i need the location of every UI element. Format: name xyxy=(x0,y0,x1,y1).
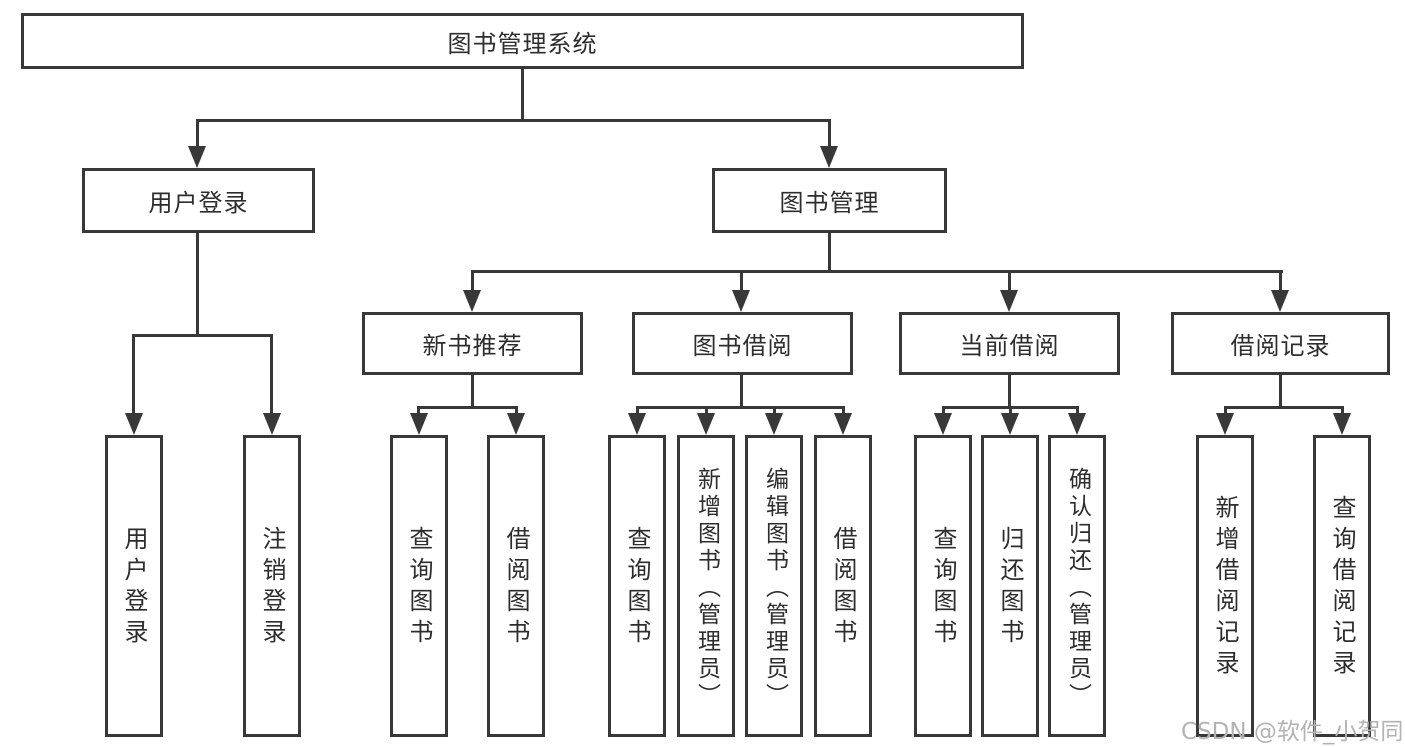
leaf-logout-label: 注销登录 xyxy=(258,526,286,650)
connector-line xyxy=(132,334,135,417)
leaf-query-books-3-label: 查询图书 xyxy=(929,526,957,650)
node-user-login: 用户登录 xyxy=(82,168,315,233)
connector-line xyxy=(828,119,831,149)
leaf-confirm-return-admin: 确认归还（管理员） xyxy=(1048,435,1106,737)
connector-line xyxy=(1008,270,1011,292)
leaf-add-borrow-record-label: 新增借阅记录 xyxy=(1211,495,1239,681)
connector-line xyxy=(1224,406,1227,417)
arrow-down-icon xyxy=(1216,413,1234,435)
connector-line xyxy=(842,406,845,417)
connector-line xyxy=(705,406,708,417)
leaf-borrow-books-1-label: 借阅图书 xyxy=(502,526,530,650)
node-book-management: 图书管理 xyxy=(712,168,947,233)
arrow-down-icon xyxy=(1333,413,1351,435)
leaf-user-login: 用户登录 xyxy=(105,435,163,737)
arrow-down-icon xyxy=(410,413,428,435)
connector-line xyxy=(196,233,199,337)
arrow-down-icon xyxy=(125,413,143,435)
leaf-logout: 注销登录 xyxy=(243,435,301,737)
arrow-down-icon xyxy=(463,290,481,312)
leaf-query-borrow-record-label: 查询借阅记录 xyxy=(1328,495,1356,681)
arrow-down-icon xyxy=(820,146,838,168)
arrow-down-icon xyxy=(834,413,852,435)
leaf-query-books-2-label: 查询图书 xyxy=(623,526,651,650)
arrow-down-icon xyxy=(697,413,715,435)
arrow-down-icon xyxy=(1001,413,1019,435)
connector-line xyxy=(196,119,199,149)
leaf-confirm-return-admin-label: 确认归还（管理员） xyxy=(1064,466,1091,710)
leaf-query-books-1: 查询图书 xyxy=(390,435,448,737)
node-book-borrowing: 图书借阅 xyxy=(632,312,853,375)
connector-line xyxy=(521,69,524,121)
node-new-book-recommend-label: 新书推荐 xyxy=(422,332,523,360)
arrow-down-icon xyxy=(732,290,750,312)
arrow-down-icon xyxy=(628,413,646,435)
leaf-borrow-books-1: 借阅图书 xyxy=(487,435,545,737)
connector-line xyxy=(1009,406,1012,417)
node-borrowing-records-label: 借阅记录 xyxy=(1230,332,1331,360)
connector-line xyxy=(196,119,831,122)
csdn-watermark: CSDN @软件_小贺同学 xyxy=(1181,719,1405,745)
node-borrowing-records: 借阅记录 xyxy=(1171,312,1390,375)
connector-line xyxy=(740,270,743,292)
arrow-down-icon xyxy=(765,413,783,435)
leaf-query-borrow-record: 查询借阅记录 xyxy=(1313,435,1371,737)
leaf-query-books-3: 查询图书 xyxy=(914,435,972,737)
node-root: 图书管理系统 xyxy=(21,13,1024,69)
leaf-return-books-label: 归还图书 xyxy=(996,526,1024,650)
leaf-borrow-books-2: 借阅图书 xyxy=(814,435,872,737)
node-user-login-label: 用户登录 xyxy=(148,189,249,217)
connector-line xyxy=(773,406,776,417)
connector-line xyxy=(1341,406,1344,417)
arrow-down-icon xyxy=(1000,290,1018,312)
connector-line xyxy=(1279,375,1282,409)
connector-line xyxy=(1008,375,1011,409)
connector-line xyxy=(270,334,273,417)
leaf-edit-books-admin: 编辑图书（管理员） xyxy=(745,435,803,737)
node-new-book-recommend: 新书推荐 xyxy=(362,312,583,375)
node-current-borrowing-label: 当前借阅 xyxy=(959,332,1060,360)
connector-line xyxy=(471,375,474,409)
leaf-user-login-label: 用户登录 xyxy=(120,526,148,650)
arrow-down-icon xyxy=(263,413,281,435)
leaf-query-books-2: 查询图书 xyxy=(608,435,666,737)
arrow-down-icon xyxy=(1271,290,1289,312)
connector-line xyxy=(132,334,273,337)
arrow-down-icon xyxy=(934,413,952,435)
connector-line xyxy=(515,406,518,417)
node-root-label: 图书管理系统 xyxy=(447,29,598,58)
connector-line xyxy=(740,375,743,409)
node-current-borrowing: 当前借阅 xyxy=(899,312,1120,375)
connector-line xyxy=(1279,270,1282,292)
leaf-borrow-books-2-label: 借阅图书 xyxy=(829,526,857,650)
leaf-query-books-1-label: 查询图书 xyxy=(405,526,433,650)
connector-line xyxy=(471,270,474,292)
connector-line xyxy=(1224,406,1344,409)
leaf-add-books-admin: 新增图书（管理员） xyxy=(677,435,735,737)
node-book-management-label: 图书管理 xyxy=(779,189,880,217)
leaf-edit-books-admin-label: 编辑图书（管理员） xyxy=(761,466,788,710)
leaf-add-books-admin-label: 新增图书（管理员） xyxy=(693,466,720,710)
leaf-return-books: 归还图书 xyxy=(981,435,1039,737)
arrow-down-icon xyxy=(507,413,525,435)
connector-line xyxy=(471,270,1283,273)
connector-line xyxy=(636,406,845,409)
arrow-down-icon xyxy=(188,146,206,168)
connector-line xyxy=(636,406,639,417)
arrow-down-icon xyxy=(1068,413,1086,435)
node-book-borrowing-label: 图书借阅 xyxy=(692,332,793,360)
connector-line xyxy=(942,406,945,417)
connector-line xyxy=(417,406,518,409)
connector-line xyxy=(828,233,831,273)
connector-line xyxy=(1076,406,1079,417)
connector-line xyxy=(417,406,420,417)
leaf-add-borrow-record: 新增借阅记录 xyxy=(1196,435,1254,737)
